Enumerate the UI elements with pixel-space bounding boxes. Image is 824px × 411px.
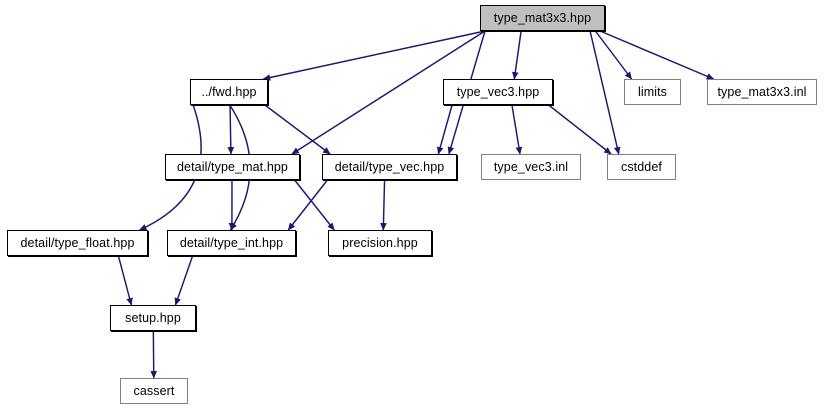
graph-edge-detail_type_float-to-setup_hpp xyxy=(117,255,133,306)
graph-node-detail-type-float[interactable]: detail/type_float.hpp xyxy=(7,230,148,256)
graph-node-label: type_mat3x3.inl xyxy=(717,84,807,99)
graph-node-fwd-hpp[interactable]: ../fwd.hpp xyxy=(190,79,268,105)
graph-edge-fwd_hpp-to-detail_type_mat xyxy=(227,104,235,155)
graph-node-label: detail/type_float.hpp xyxy=(20,235,135,250)
graph-edge-detail_type_int-to-setup_hpp xyxy=(174,255,194,306)
graph-node-label: cassert xyxy=(133,383,175,398)
graph-node-label: precision.hpp xyxy=(342,235,418,250)
graph-edge-type_vec3_hpp-to-cstddef xyxy=(548,104,612,155)
graph-node-cassert[interactable]: cassert xyxy=(120,378,188,404)
graph-edge-type_mat3x3_hpp-to-limits xyxy=(594,30,633,80)
graph-node-type-vec3-hpp[interactable]: type_vec3.hpp xyxy=(443,79,553,105)
graph-node-type-mat3x3-hpp[interactable]: type_mat3x3.hpp xyxy=(480,5,605,31)
graph-node-label: detail/type_mat.hpp xyxy=(176,159,288,174)
graph-node-setup-hpp[interactable]: setup.hpp xyxy=(110,305,196,331)
graph-edge-detail_type_vec-to-precision_hpp xyxy=(380,179,387,231)
graph-node-label: type_mat3x3.hpp xyxy=(493,10,592,25)
graph-node-detail-type-mat[interactable]: detail/type_mat.hpp xyxy=(165,154,300,180)
graph-edge-detail_type_mat-to-precision_hpp xyxy=(294,179,335,231)
graph-node-cstddef[interactable]: cstddef xyxy=(607,154,676,180)
graph-edge-detail_type_vec-to-detail_type_int xyxy=(287,179,328,231)
graph-edge-type_mat3x3_hpp-to-type_mat3x3_inl xyxy=(599,30,715,80)
graph-node-detail-type-vec[interactable]: detail/type_vec.hpp xyxy=(322,154,457,180)
graph-node-label: ../fwd.hpp xyxy=(201,84,257,99)
graph-edge-type_vec3_hpp-to-type_vec3_inl xyxy=(511,104,523,155)
graph-edge-fwd_hpp-to-detail_type_vec xyxy=(264,104,331,155)
graph-node-label: type_vec3.inl xyxy=(493,159,569,174)
graph-node-type-mat3x3-inl[interactable]: type_mat3x3.inl xyxy=(707,79,817,105)
graph-edge-type_vec3_hpp-to-detail_type_vec xyxy=(437,104,453,155)
graph-node-type-vec3-inl[interactable]: type_vec3.inl xyxy=(481,154,581,180)
graph-edge-type_mat3x3_hpp-to-fwd_hpp xyxy=(262,30,486,81)
graph-node-precision-hpp[interactable]: precision.hpp xyxy=(328,230,432,256)
graph-node-limits[interactable]: limits xyxy=(624,79,681,105)
graph-node-label: type_vec3.hpp xyxy=(456,84,540,99)
graph-node-label: setup.hpp xyxy=(125,310,181,325)
graph-node-label: detail/type_vec.hpp xyxy=(334,159,445,174)
graph-node-label: detail/type_int.hpp xyxy=(179,235,284,250)
graph-node-detail-type-int[interactable]: detail/type_int.hpp xyxy=(167,230,296,256)
graph-node-label: limits xyxy=(637,84,668,99)
graph-edge-type_mat3x3_hpp-to-type_vec3_hpp xyxy=(512,30,522,80)
graph-edge-type_mat3x3_hpp-to-cstddef xyxy=(589,30,621,155)
graph-node-label: cstddef xyxy=(620,159,662,174)
